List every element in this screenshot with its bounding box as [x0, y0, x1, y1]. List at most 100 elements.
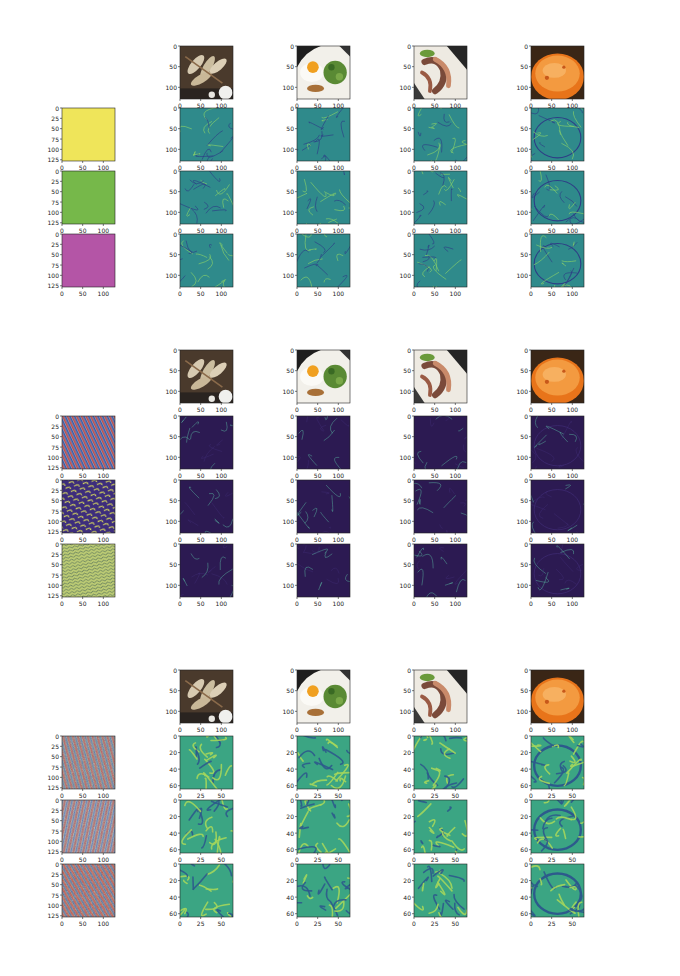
feature-edge	[458, 907, 467, 914]
tick-mark	[221, 789, 222, 791]
tick-mark	[178, 46, 180, 47]
tick-mark	[60, 895, 62, 896]
tick-label: 100	[48, 272, 59, 279]
tick-label: 0	[529, 290, 533, 297]
tick-mark	[412, 670, 414, 671]
tick-label: 50	[169, 561, 177, 568]
feature-edge	[418, 804, 431, 817]
feature-edge	[204, 447, 214, 462]
feature-edge	[457, 194, 467, 199]
feature-edge	[565, 800, 570, 806]
plot-frame	[62, 800, 115, 853]
tick-mark	[551, 789, 552, 791]
feature-edge	[530, 497, 544, 504]
tick-label: 50	[197, 102, 205, 109]
tick-label: 50	[286, 497, 294, 504]
food-photo	[297, 350, 350, 403]
tick-mark	[412, 457, 414, 458]
tick-label: 50	[218, 856, 226, 863]
tick-mark	[221, 853, 222, 855]
tick-mark	[295, 736, 297, 737]
feature-edge	[349, 497, 360, 503]
tick-label: 75	[51, 892, 59, 899]
tick-label: 50	[403, 497, 411, 504]
feature-edge	[216, 440, 222, 445]
tick-mark	[414, 403, 415, 405]
tick-label: 50	[431, 102, 439, 109]
tick-mark	[178, 436, 180, 437]
feature-edge	[223, 199, 228, 208]
feature-map	[414, 480, 467, 533]
plot-frame	[297, 108, 350, 161]
feature-edge	[451, 144, 467, 152]
tick-mark	[455, 533, 456, 535]
tick-mark	[60, 851, 62, 852]
feature-edge	[452, 138, 456, 153]
tick-label: 0	[178, 726, 182, 733]
tick-mark	[200, 723, 201, 725]
feature-edge	[456, 579, 465, 592]
tick-mark	[338, 597, 339, 599]
feature-edge	[556, 817, 571, 820]
feature-edge	[194, 184, 206, 189]
feature-edge	[323, 860, 330, 868]
feature-edge	[445, 583, 453, 586]
feature-edge	[228, 255, 241, 257]
plot-frame	[531, 670, 584, 723]
tick-mark	[412, 46, 414, 47]
plot-frame	[62, 736, 115, 789]
tick-mark	[455, 789, 456, 791]
feature-edge	[305, 461, 308, 474]
tick-mark	[295, 370, 297, 371]
tick-label: 50	[79, 472, 87, 479]
plot-image	[176, 416, 237, 478]
filter-swatch	[62, 864, 115, 917]
tick-label: 0	[295, 227, 299, 234]
tick-label: 50	[286, 367, 294, 374]
tick-label: 0	[295, 164, 299, 171]
tick-mark	[295, 275, 297, 276]
feature-edge	[418, 569, 423, 585]
tick-label: 60	[403, 782, 411, 789]
feature-edge	[431, 145, 440, 163]
tick-label: 75	[51, 764, 59, 771]
tick-mark	[200, 403, 201, 405]
tick-mark	[180, 224, 181, 226]
plot-frame	[531, 171, 584, 224]
plot-image	[531, 46, 584, 100]
tick-label: 100	[48, 209, 59, 216]
tick-label: 100	[98, 227, 109, 234]
tick-mark	[338, 853, 339, 855]
plot-frame	[297, 670, 350, 723]
feature-edge	[220, 243, 228, 254]
tick-mark	[529, 769, 531, 770]
tick-label: 100	[517, 708, 528, 715]
feature-edge	[186, 241, 196, 253]
feature-edge	[569, 243, 577, 250]
feature-edge	[314, 792, 324, 805]
tick-mark	[62, 853, 63, 855]
feature-map	[531, 480, 584, 533]
tick-label: 0	[60, 856, 64, 863]
tick-mark	[62, 469, 63, 471]
tick-label: 50	[169, 188, 177, 195]
tick-mark	[295, 785, 297, 786]
tick-label: 60	[520, 782, 528, 789]
tick-label: 0	[529, 102, 533, 109]
tick-mark	[412, 864, 414, 865]
tick-label: 50	[79, 164, 87, 171]
tick-mark	[178, 191, 180, 192]
tick-mark	[178, 457, 180, 458]
plot-image	[527, 101, 584, 169]
tick-label: 0	[524, 667, 528, 674]
feature-edge	[562, 143, 574, 158]
feature-edge	[534, 252, 549, 265]
tick-label: 50	[520, 687, 528, 694]
feature-edge	[312, 780, 326, 784]
tick-mark	[455, 403, 456, 405]
tick-mark	[412, 564, 414, 565]
tick-mark	[60, 191, 62, 192]
tick-label: 50	[520, 251, 528, 258]
tick-label: 100	[333, 726, 344, 733]
tick-mark	[178, 913, 180, 914]
